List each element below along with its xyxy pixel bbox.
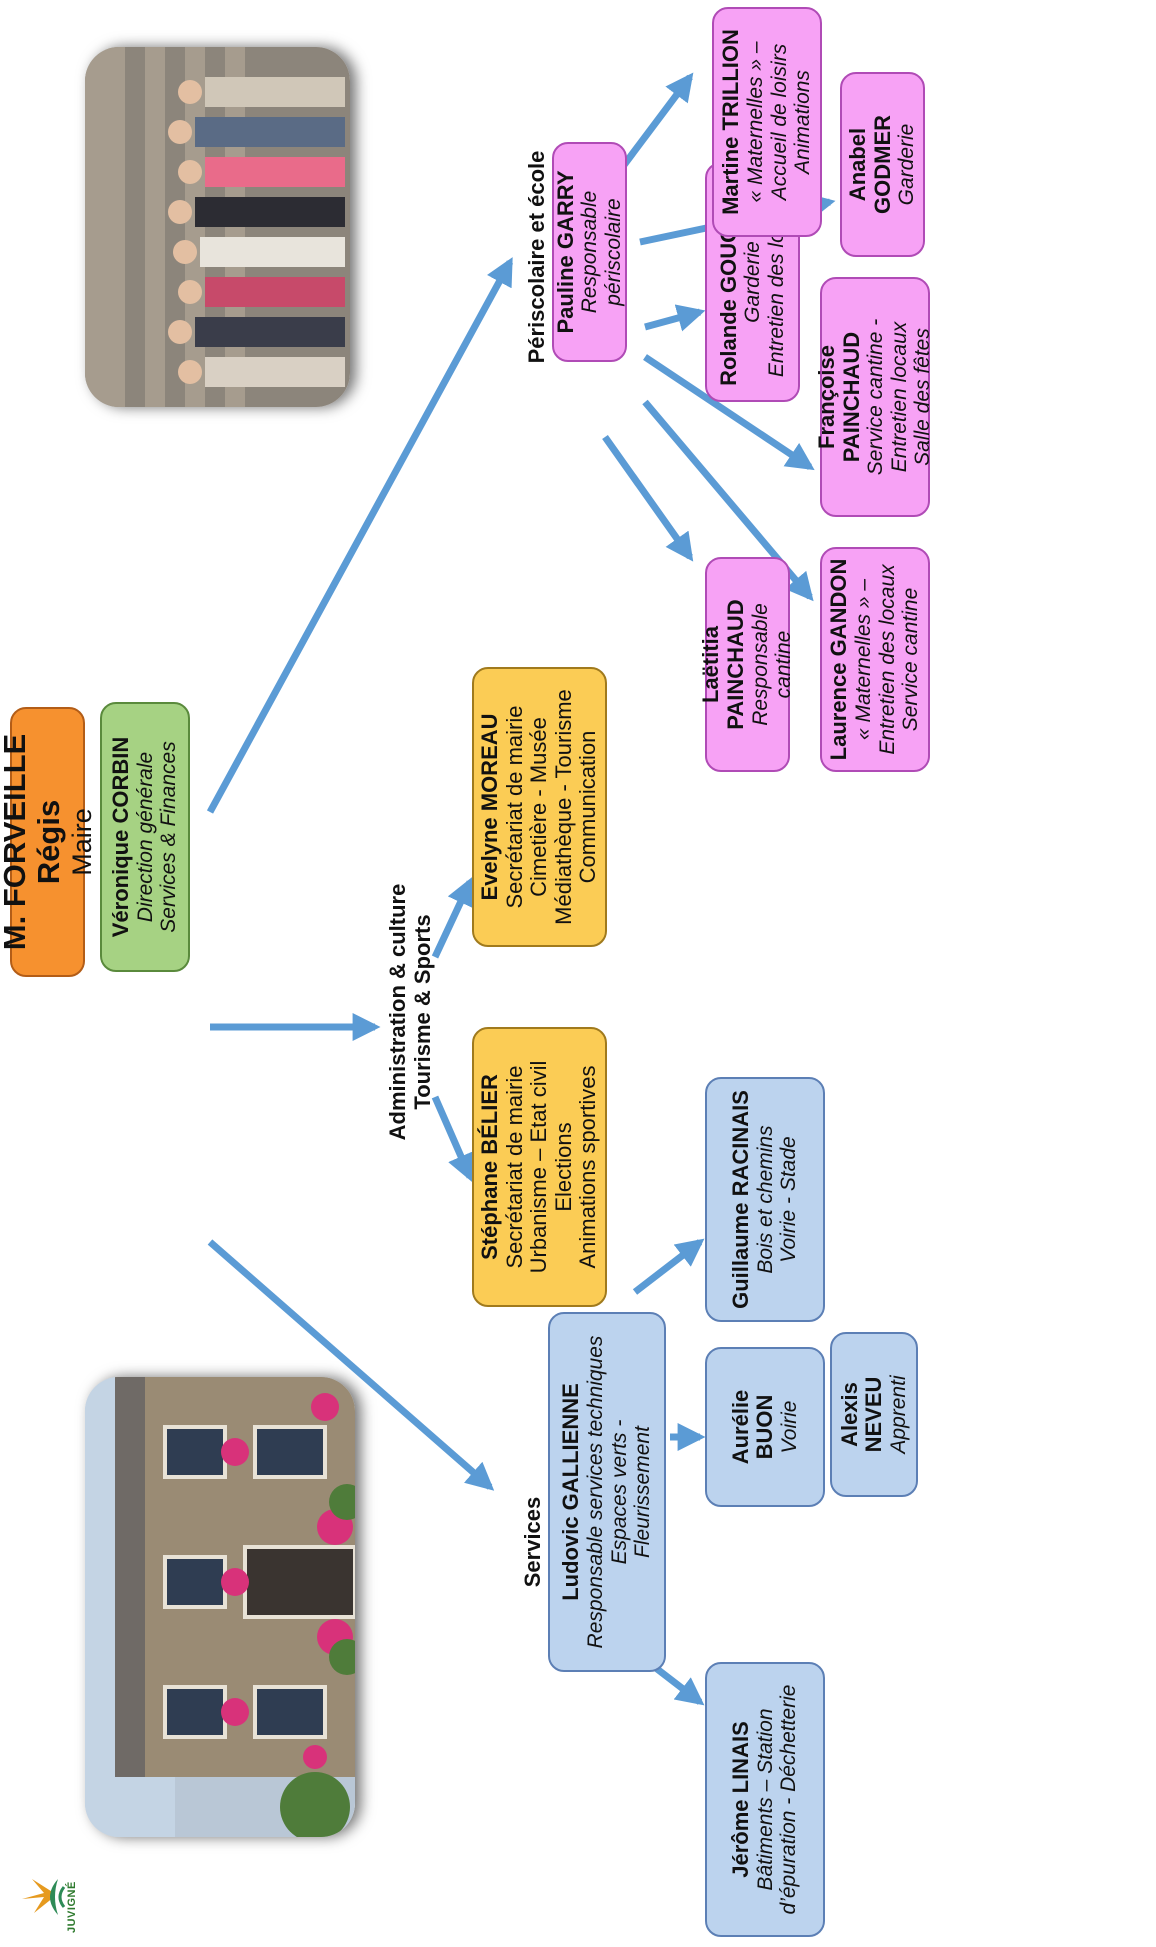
arrow-to-racinais	[632, 1238, 705, 1295]
periscolaire-heading: Périscolaire et école	[524, 150, 549, 364]
painchaud-f-line: Service cantine -	[864, 318, 888, 476]
garry-line: Responsable périscolaire	[578, 190, 625, 314]
racinais-name: Guillaume RACINAIS	[728, 1090, 754, 1309]
gandon-line: Entretien des locaux	[875, 564, 899, 755]
moreau-line: Secrétariat de mairie	[501, 705, 527, 909]
gallienne-name: Ludovic GALLIENNE	[558, 1383, 584, 1601]
painchaud-f-line: Salle des fêtes	[911, 328, 935, 466]
gallienne-box: Ludovic GALLIENNE Responsable services t…	[548, 1312, 666, 1672]
gandon-line: « Maternelles » –	[852, 578, 876, 741]
trillion-line: Animations	[791, 70, 815, 174]
administration-heading-line: Administration & culture	[385, 883, 410, 1141]
linais-line: d’épuration - Déchetterie	[777, 1684, 801, 1915]
town-hall-photo	[85, 1377, 355, 1837]
trillion-box: Martine TRILLION « Maternelles » – Accue…	[712, 7, 822, 237]
belier-line: Animations sportives	[575, 1065, 601, 1269]
gallienne-line: Responsable services techniques	[584, 1335, 608, 1649]
director-name: Véronique CORBIN	[108, 736, 134, 938]
town-logo-icon	[22, 1879, 66, 1915]
godmer-name: Anabel GODMER	[845, 115, 895, 214]
gallienne-line: Espaces verts -	[607, 1419, 631, 1565]
painchaud-l-line: cantine	[772, 630, 796, 699]
garry-name: Pauline GARRY	[552, 170, 578, 334]
arrow-to-painchaud-f	[643, 354, 815, 471]
belier-box: Stéphane BÉLIER Secrétariat de mairie Ur…	[472, 1027, 607, 1307]
neveu-line: Apprenti	[886, 1375, 910, 1454]
buon-line: Voirie	[777, 1400, 801, 1454]
gougeon-line: Garderie	[741, 241, 765, 323]
mayor-box: M. FORVEILLE Régis Maire	[0, 707, 97, 977]
gandon-name: Laurence GANDON	[826, 558, 852, 761]
arrow-to-gougeon	[644, 304, 706, 332]
racinais-box: Guillaume RACINAIS Bois et chemins Voiri…	[705, 1077, 825, 1322]
moreau-name: Evelyne MOREAU	[476, 713, 502, 901]
team-photo	[85, 47, 350, 407]
painchaud-l-line: Responsable	[748, 603, 772, 726]
linais-name: Jérôme LINAIS	[728, 1721, 754, 1878]
moreau-line: Communication	[575, 730, 601, 884]
moreau-line: Cimetière - Musée	[526, 717, 552, 897]
belier-name: Stéphane BÉLIER	[476, 1074, 502, 1260]
painchaud-f-line: Entretien locaux	[887, 321, 911, 473]
moreau-box: Evelyne MOREAU Secrétariat de mairie Cim…	[472, 667, 607, 947]
mayor-title: Maire	[67, 808, 98, 876]
arrow-to-services-techniques	[207, 1239, 495, 1491]
team-image	[85, 47, 350, 407]
arrow-to-moreau	[431, 876, 474, 959]
mayor-name: M. FORVEILLE Régis	[0, 733, 67, 951]
trillion-line: « Maternelles » –	[744, 41, 768, 203]
administration-heading: Administration & culture Tourisme & Spor…	[385, 872, 436, 1152]
belier-line: Secrétariat de mairie	[501, 1065, 527, 1269]
godmer-box: Anabel GODMER Garderie	[840, 72, 925, 257]
linais-box: Jérôme LINAIS Bâtiments – Station d’épur…	[705, 1662, 825, 1937]
town-hall-image	[85, 1377, 355, 1837]
arrow-to-periscolaire	[206, 257, 514, 814]
painchaud-l-box: Laëtitia PAINCHAUD Responsable cantine	[698, 557, 795, 772]
neveu-name: Alexis NEVEU	[836, 1376, 887, 1453]
painchaud-f-name: Françoise PAINCHAUD	[814, 331, 864, 463]
arrow-to-painchaud-l	[602, 434, 694, 562]
neveu-box: Alexis NEVEU Apprenti	[830, 1332, 918, 1497]
director-line: Services & Finances	[157, 741, 181, 933]
gandon-line: Service cantine	[899, 587, 923, 732]
linais-line: Bâtiments – Station	[753, 1708, 777, 1891]
buon-box: Aurélie BUON Voirie	[705, 1347, 825, 1507]
garry-box: Pauline GARRY Responsable périscolaire	[552, 142, 627, 362]
gandon-box: Laurence GANDON « Maternelles » – Entret…	[820, 547, 930, 772]
director-box: Véronique CORBIN Direction générale Serv…	[100, 702, 190, 972]
racinais-line: Bois et chemins	[753, 1125, 777, 1274]
belier-line: Elections	[550, 1122, 576, 1212]
belier-line: Urbanisme – Etat civil	[526, 1060, 552, 1274]
godmer-line: Garderie	[895, 123, 919, 206]
trillion-line: Accueil de loisirs	[767, 43, 791, 201]
racinais-line: Voirie - Stade	[777, 1136, 801, 1263]
buon-name: Aurélie BUON	[727, 1389, 778, 1465]
administration-heading-line: Tourisme & Sports	[410, 914, 436, 1110]
arrow-to-belier	[431, 1095, 474, 1183]
director-line: Direction générale	[133, 751, 157, 923]
painchaud-l-name: Laëtitia PAINCHAUD	[698, 599, 748, 730]
gallienne-line: Fleurissement	[631, 1426, 655, 1558]
moreau-line: Médiathèque - Tourisme	[550, 689, 576, 925]
painchaud-f-box: Françoise PAINCHAUD Service cantine - En…	[814, 277, 934, 517]
trillion-name: Martine TRILLION	[718, 29, 744, 215]
